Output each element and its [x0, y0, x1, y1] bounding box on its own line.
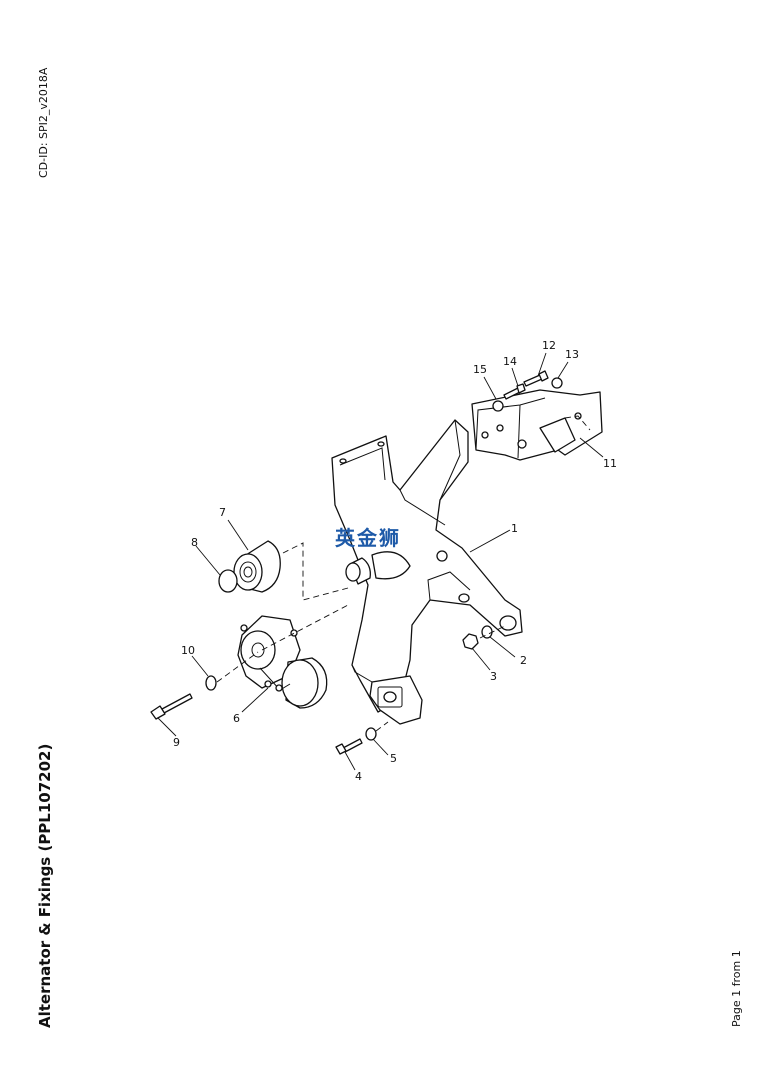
callout-9: 9 — [173, 736, 180, 749]
callout-15: 15 — [473, 363, 487, 376]
leader-lines — [157, 352, 604, 771]
watermark-text: 英金狮 — [335, 526, 401, 550]
bolt-12 — [523, 370, 549, 387]
assembly-line-nut — [479, 625, 506, 639]
bolt-14 — [503, 383, 526, 400]
dust-cap — [218, 569, 238, 593]
bolt-9 — [150, 693, 193, 720]
assembly-line-bolt-4 — [375, 721, 389, 732]
callout-4: 4 — [355, 770, 362, 783]
bolt-4 — [335, 738, 363, 755]
upper-bracket — [471, 389, 603, 461]
callout-7: 7 — [219, 506, 226, 519]
callout-6: 6 — [233, 712, 240, 725]
callout-11: 11 — [603, 457, 617, 470]
callout-14: 14 — [503, 355, 517, 368]
belt-tensioner — [237, 615, 328, 709]
callout-12: 12 — [542, 339, 556, 352]
callout-3: 3 — [490, 670, 497, 683]
idler-pulley — [233, 540, 281, 593]
washer-5 — [365, 727, 377, 741]
callout-2: 2 — [520, 654, 527, 667]
assembly-line-tensioner — [261, 603, 351, 651]
callout-1: 1 — [511, 522, 518, 535]
mounting-bracket — [331, 419, 523, 725]
nut-3 — [462, 633, 479, 650]
callout-8: 8 — [191, 536, 198, 549]
callout-10: 10 — [181, 644, 195, 657]
callout-5: 5 — [390, 752, 397, 765]
callout-13: 13 — [565, 348, 579, 361]
washer-13 — [551, 377, 563, 389]
assembly-line-washer-10 — [216, 651, 259, 683]
washer-10 — [205, 675, 217, 691]
pulley-spacer — [345, 557, 371, 585]
washer-15 — [492, 400, 504, 412]
assembly-line-pulley — [282, 542, 349, 601]
